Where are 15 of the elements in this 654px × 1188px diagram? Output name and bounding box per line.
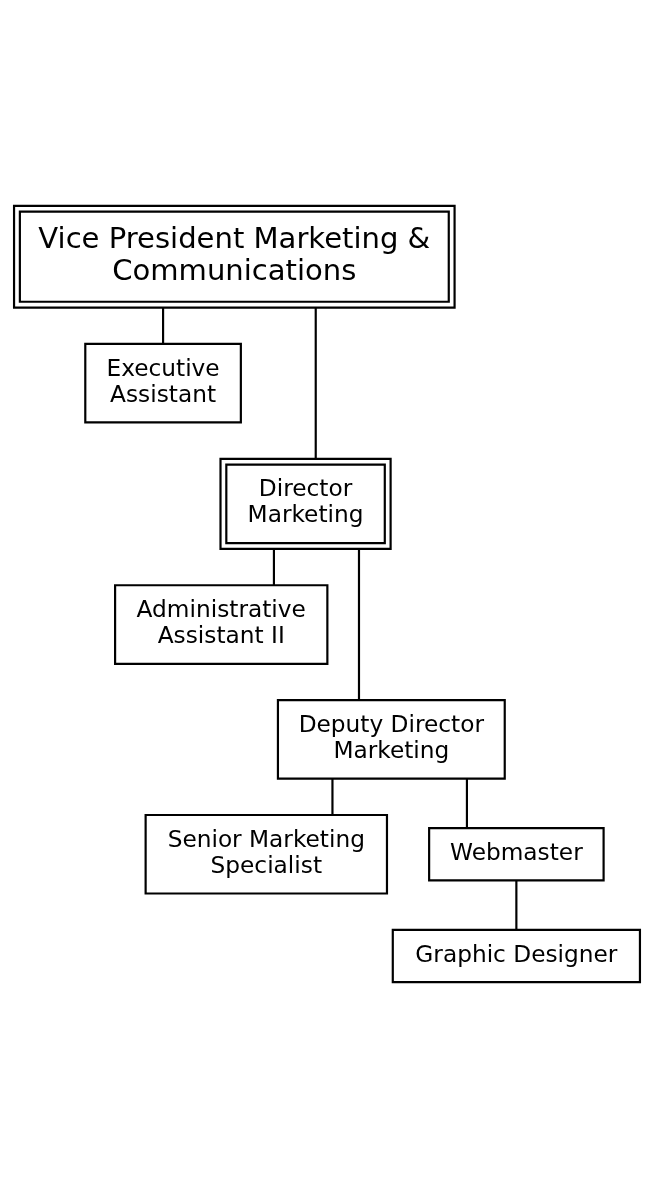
connector [314, 307, 317, 459]
node-box: Senior Marketing Specialist [144, 813, 389, 895]
connector [272, 549, 275, 586]
connector [515, 880, 518, 930]
node-box: Graphic Designer [391, 928, 642, 984]
node-box: Administrative Assistant II [114, 584, 329, 665]
connector [162, 307, 165, 344]
node-box: Vice President Marketing & Communications [12, 204, 456, 309]
node-box: Webmaster [428, 827, 605, 882]
node-box: Director Marketing [219, 457, 392, 550]
node-box: Executive Assistant [84, 342, 242, 424]
connector [465, 778, 469, 828]
connector [357, 549, 361, 700]
connector [331, 778, 334, 815]
node-box: Deputy Director Marketing [276, 699, 506, 780]
